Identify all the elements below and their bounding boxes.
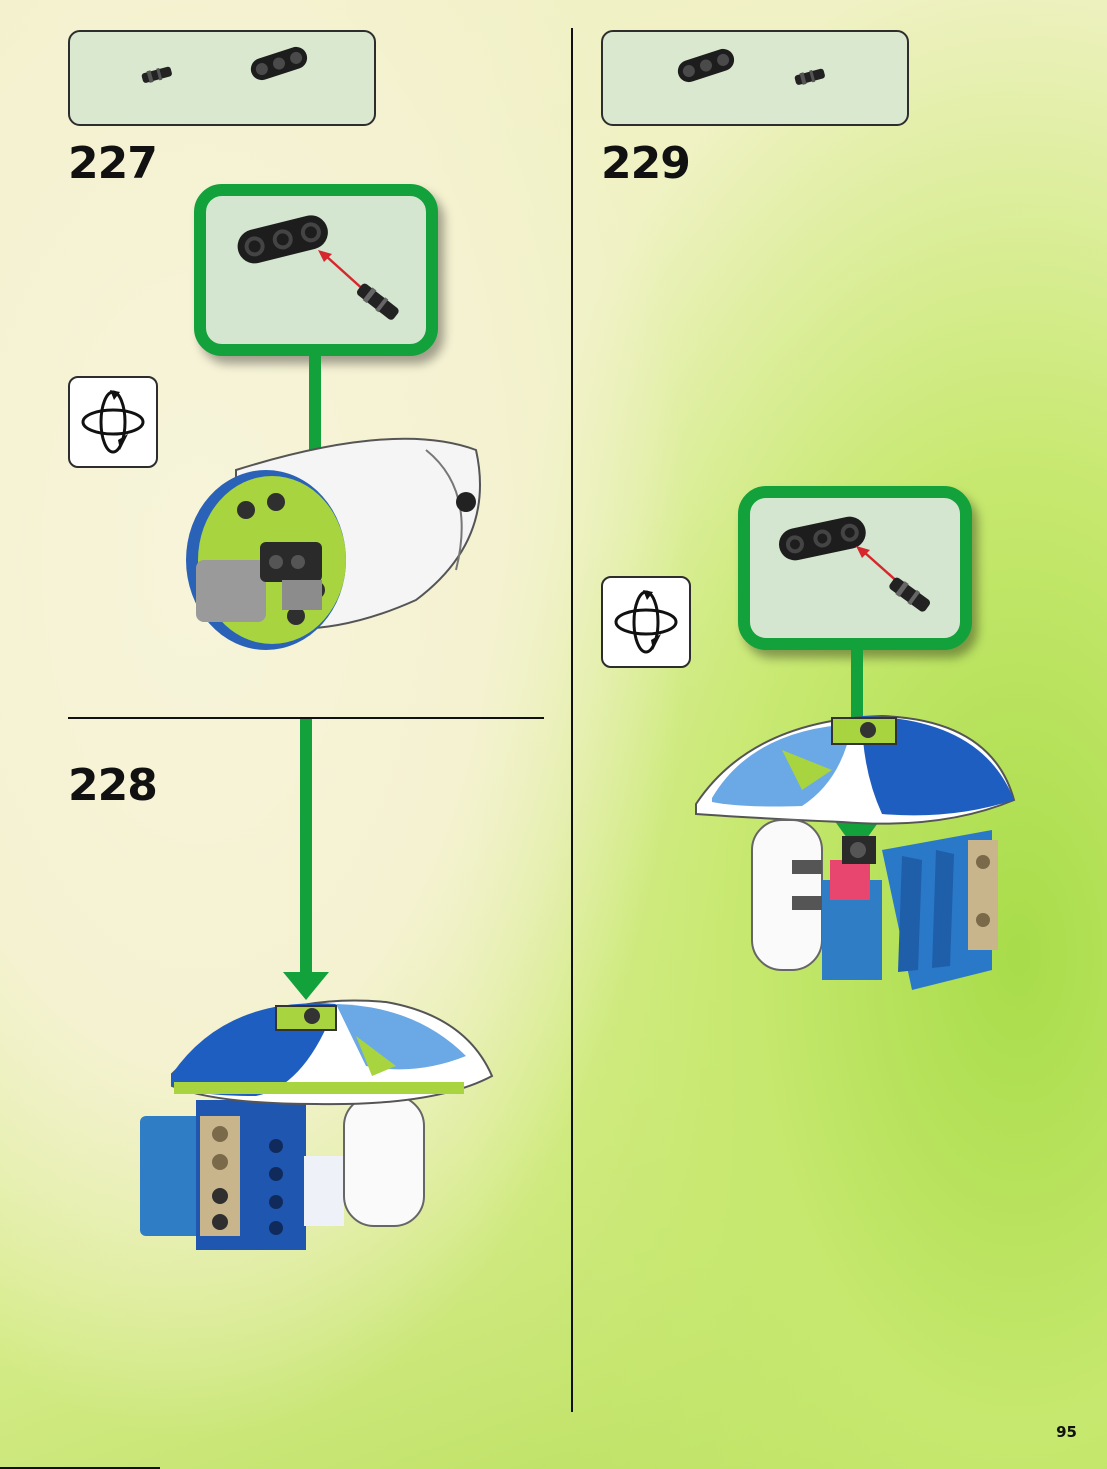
callout-229 — [738, 486, 972, 650]
beam-3-icon — [248, 44, 310, 83]
rotate-model-icon — [601, 576, 691, 668]
axle-pin-icon — [794, 67, 826, 86]
callout-227 — [194, 184, 438, 356]
parts-list-229 — [601, 30, 909, 126]
parts-list-227 — [68, 30, 376, 126]
model-illustration-227 — [176, 430, 496, 650]
beam-3-icon — [675, 46, 737, 85]
beam-3-icon — [776, 514, 869, 564]
axle-pin-icon — [355, 281, 401, 322]
model-illustration-229 — [692, 710, 1022, 994]
step-number-228: 228 — [68, 760, 157, 811]
column-divider — [571, 28, 573, 1412]
axle-pin-icon — [887, 575, 932, 614]
axle-pin-icon — [141, 65, 173, 84]
beam-3-icon — [234, 212, 331, 267]
assembly-arrow-228 — [300, 719, 312, 977]
page-number: 95 — [1056, 1423, 1077, 1441]
rotate-model-icon — [68, 376, 158, 468]
step-number-229: 229 — [601, 138, 690, 189]
step-number-227: 227 — [68, 138, 157, 189]
model-illustration-228 — [136, 996, 496, 1266]
